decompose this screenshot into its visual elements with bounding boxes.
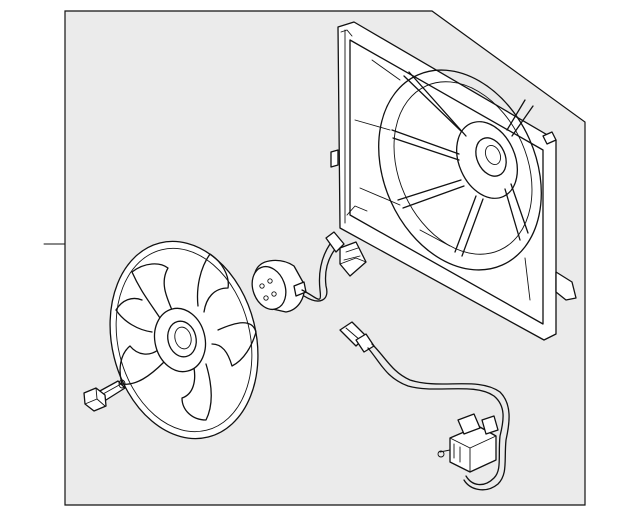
mounting-bolt (83, 379, 126, 412)
resistor-harness (339, 321, 510, 491)
fan-motor (251, 259, 307, 313)
motor-wire-harness (301, 231, 367, 302)
fan-blade (109, 240, 259, 440)
fan-shroud (330, 21, 577, 341)
